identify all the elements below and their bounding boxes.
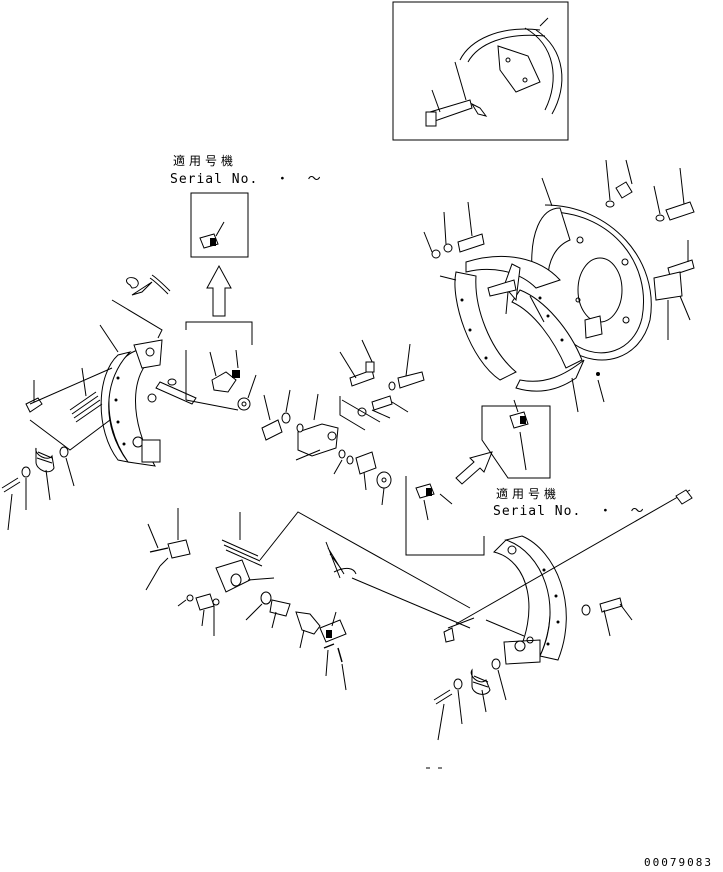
serial-range-right: Serial No. ・ ～ <box>493 504 645 519</box>
serial-range-left: Serial No. ・ ～ <box>170 172 322 187</box>
drawing-number: 00079083 <box>644 856 713 869</box>
serial-heading-right: 適用号機 <box>496 487 561 501</box>
arrow-up-icon <box>206 264 232 317</box>
serial-box-left <box>190 192 249 317</box>
arrow-up-right-icon <box>455 451 493 485</box>
left-brake-shoe <box>99 274 171 467</box>
left-hold-down-parts <box>1 367 113 531</box>
serial-box-right <box>405 399 551 556</box>
serial-heading-left: 適用号機 <box>173 154 238 168</box>
right-brake-shoe <box>426 489 693 769</box>
inset-detail-box <box>392 1 569 141</box>
right-upper-hardware <box>423 159 695 413</box>
wheel-cylinder-assembly <box>147 339 425 506</box>
backing-plate-assembly <box>454 204 652 392</box>
adjuster-assembly <box>145 508 471 691</box>
